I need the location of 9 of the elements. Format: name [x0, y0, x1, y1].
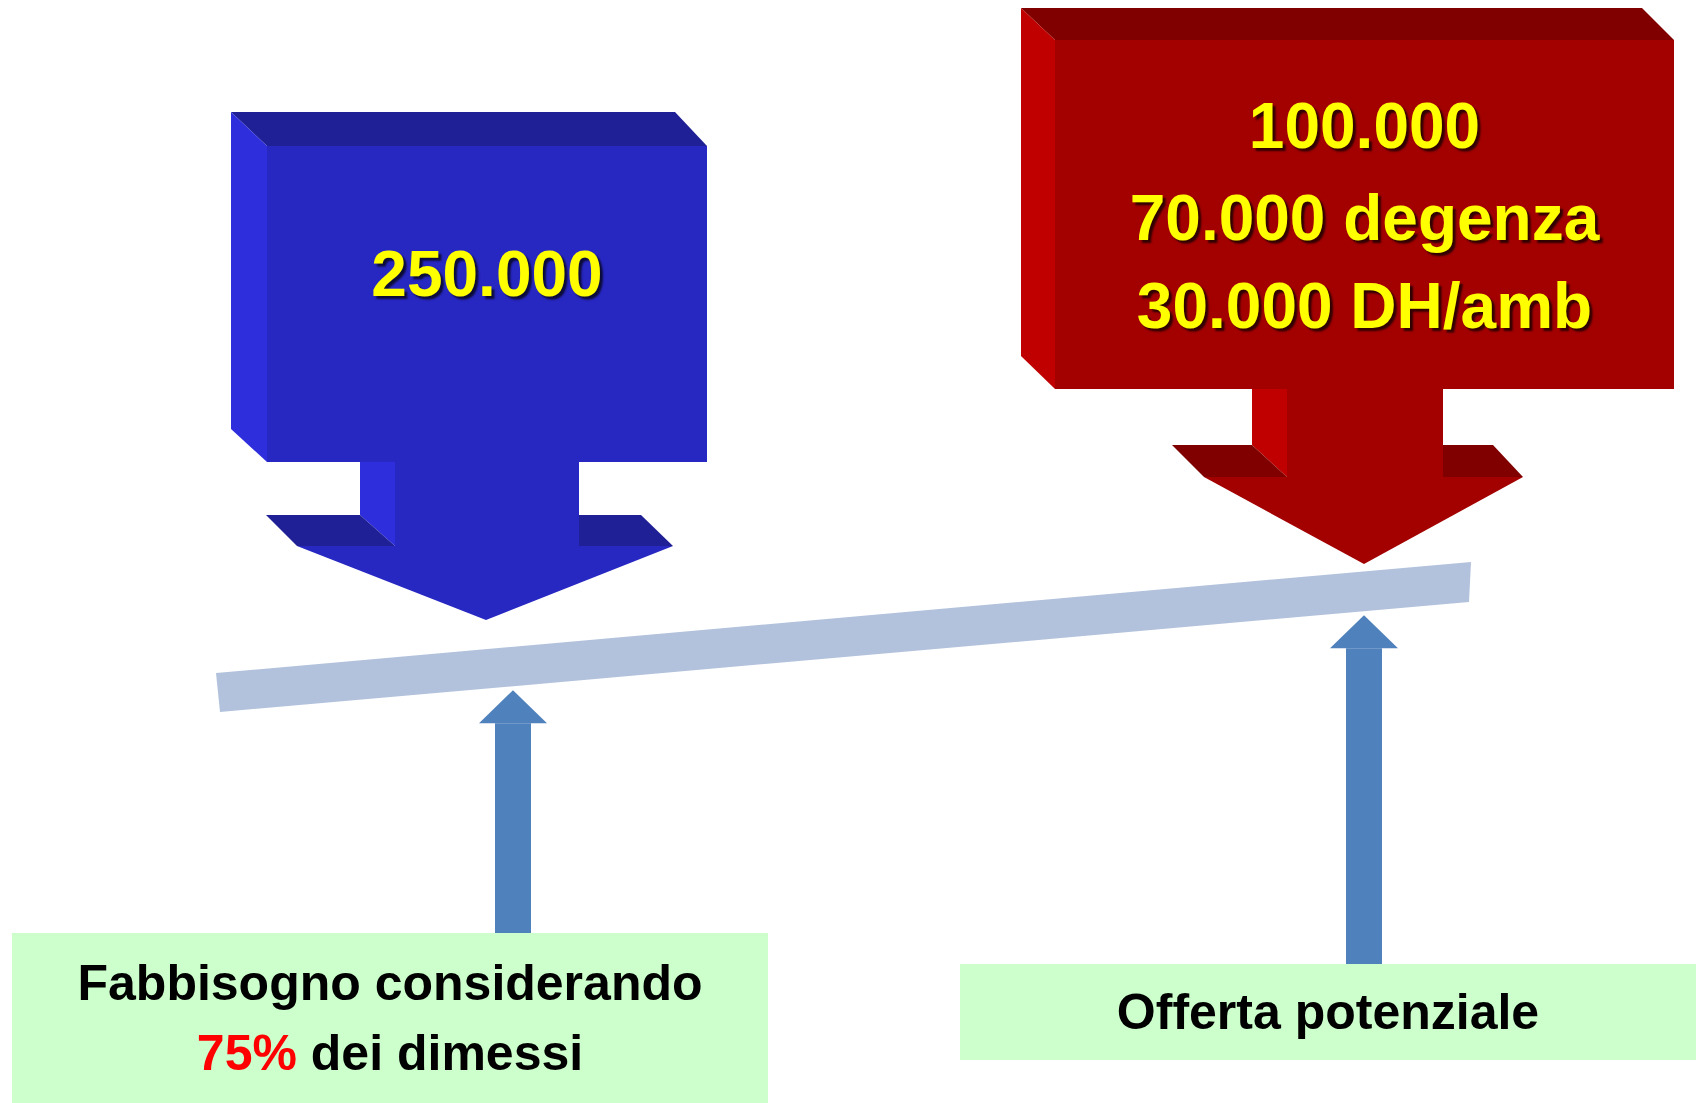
label-panel [12, 933, 768, 1103]
caption-text: Fabbisogno considerando 75% dei dimessi [76, 954, 704, 1083]
value-text: 250.000 [371, 242, 603, 306]
label-panel [960, 964, 1696, 1060]
caption-text: Offerta potenziale [1115, 983, 1541, 1042]
value-text: 100.000 [1248, 94, 1481, 158]
value-text: 30.000 DH/amb [1136, 274, 1593, 338]
up-arrow [479, 690, 547, 933]
up-arrow [1330, 615, 1398, 964]
